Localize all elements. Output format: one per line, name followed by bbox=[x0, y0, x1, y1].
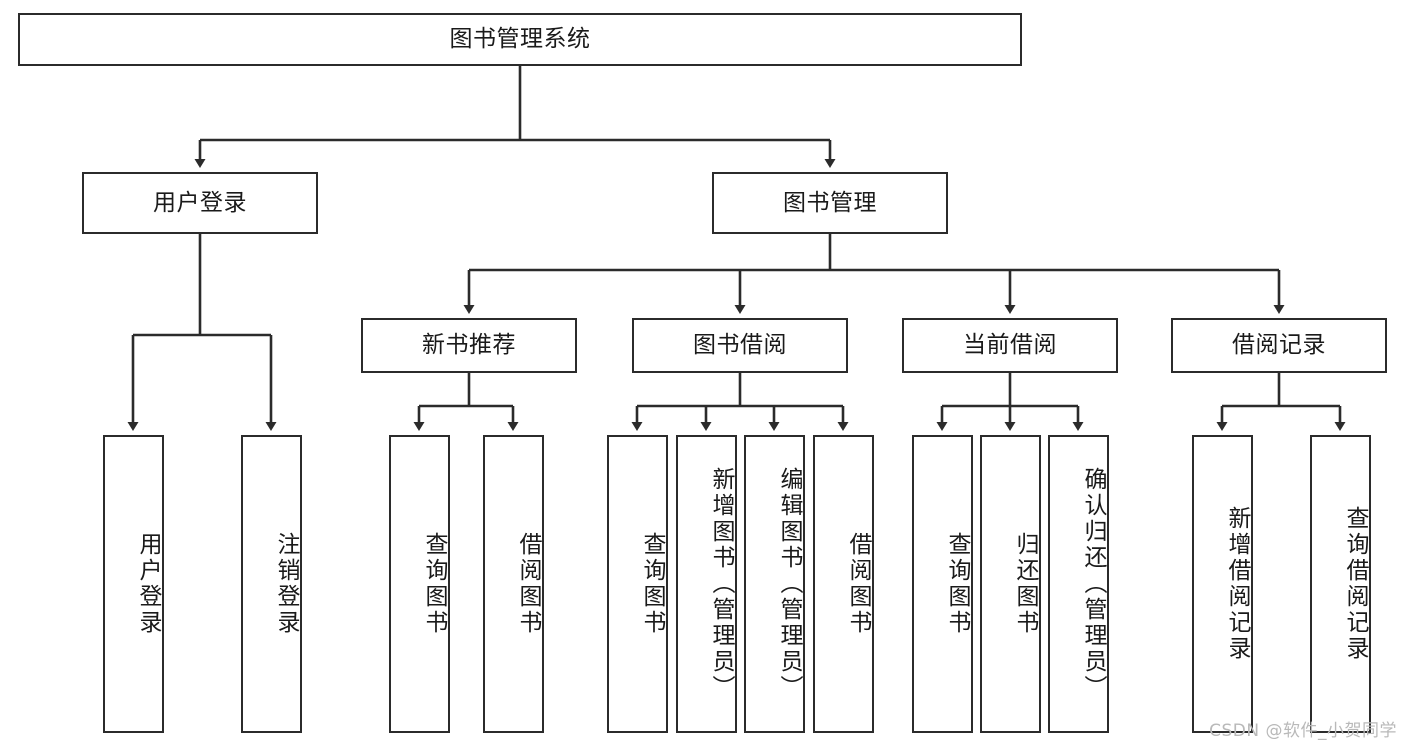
node-new-book-recommend[interactable]: 新书推荐 bbox=[361, 318, 577, 373]
node-user-login[interactable]: 用户登录 bbox=[82, 172, 318, 234]
node-leaf-add-book-label: 新增图书（管理员） bbox=[708, 467, 734, 701]
node-borrow-record[interactable]: 借阅记录 bbox=[1171, 318, 1387, 373]
node-leaf-query-book-2-label: 查询图书 bbox=[639, 532, 665, 636]
node-leaf-return-book[interactable]: 归还图书 bbox=[980, 435, 1041, 733]
node-leaf-confirm-return-label: 确认归还（管理员） bbox=[1080, 467, 1106, 701]
node-book-manage[interactable]: 图书管理 bbox=[712, 172, 948, 234]
node-leaf-user-login-label: 用户登录 bbox=[135, 532, 161, 636]
node-leaf-logout-login-label: 注销登录 bbox=[273, 532, 299, 636]
node-book-borrow-label: 图书借阅 bbox=[693, 332, 787, 359]
watermark: CSDN @软件_小贺同学 bbox=[1209, 721, 1397, 741]
node-leaf-user-login[interactable]: 用户登录 bbox=[103, 435, 164, 733]
node-leaf-query-record-label: 查询借阅记录 bbox=[1342, 506, 1368, 662]
node-leaf-add-book[interactable]: 新增图书（管理员） bbox=[676, 435, 737, 733]
node-leaf-return-book-label: 归还图书 bbox=[1012, 532, 1038, 636]
node-leaf-borrow-book-2-label: 借阅图书 bbox=[845, 532, 871, 636]
node-leaf-borrow-book-1[interactable]: 借阅图书 bbox=[483, 435, 544, 733]
node-leaf-query-book-3[interactable]: 查询图书 bbox=[912, 435, 973, 733]
node-root[interactable]: 图书管理系统 bbox=[18, 13, 1022, 66]
node-leaf-add-record-label: 新增借阅记录 bbox=[1224, 506, 1250, 662]
node-leaf-edit-book[interactable]: 编辑图书（管理员） bbox=[744, 435, 805, 733]
node-leaf-query-book-1[interactable]: 查询图书 bbox=[389, 435, 450, 733]
node-leaf-query-book-1-label: 查询图书 bbox=[421, 532, 447, 636]
node-new-book-recommend-label: 新书推荐 bbox=[422, 332, 516, 359]
node-current-borrow[interactable]: 当前借阅 bbox=[902, 318, 1118, 373]
node-borrow-record-label: 借阅记录 bbox=[1232, 332, 1326, 359]
node-leaf-borrow-book-2[interactable]: 借阅图书 bbox=[813, 435, 874, 733]
node-leaf-confirm-return[interactable]: 确认归还（管理员） bbox=[1048, 435, 1109, 733]
node-root-label: 图书管理系统 bbox=[449, 26, 591, 53]
node-leaf-query-record[interactable]: 查询借阅记录 bbox=[1310, 435, 1371, 733]
node-leaf-edit-book-label: 编辑图书（管理员） bbox=[776, 467, 802, 701]
node-book-borrow[interactable]: 图书借阅 bbox=[632, 318, 848, 373]
node-leaf-query-book-3-label: 查询图书 bbox=[944, 532, 970, 636]
node-user-login-label: 用户登录 bbox=[153, 189, 247, 216]
node-leaf-query-book-2[interactable]: 查询图书 bbox=[607, 435, 668, 733]
node-current-borrow-label: 当前借阅 bbox=[963, 332, 1057, 359]
node-leaf-logout-login[interactable]: 注销登录 bbox=[241, 435, 302, 733]
node-book-manage-label: 图书管理 bbox=[783, 189, 877, 216]
node-leaf-borrow-book-1-label: 借阅图书 bbox=[515, 532, 541, 636]
node-leaf-add-record[interactable]: 新增借阅记录 bbox=[1192, 435, 1253, 733]
